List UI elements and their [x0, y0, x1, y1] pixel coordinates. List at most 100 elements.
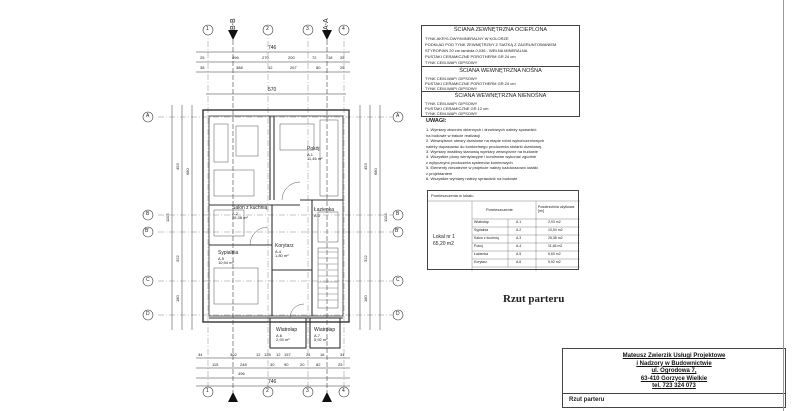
plan-title: Rzut parteru	[503, 293, 565, 305]
room-label-korytarz: Korytarz A.4 1,80 m²	[275, 243, 294, 259]
dim-bot-mid: 496	[238, 371, 245, 376]
unit-area: 65,20 m2	[433, 241, 454, 247]
table-row-name: Salon z kuchnią	[474, 236, 499, 240]
room-code: A.2	[232, 210, 239, 216]
room-area: 10,94 m²	[218, 260, 234, 266]
table-grid	[428, 200, 580, 271]
dim-bot-1: 34	[198, 352, 203, 357]
wall-spec-line: PUSTAKI CERAMICZNE POROTHERM GR.24 cm	[425, 81, 516, 86]
dim-bot2-5: 20	[300, 362, 305, 367]
room-name: Korytarz	[275, 243, 294, 249]
dim-top-3: 270	[262, 55, 269, 60]
dim-top-1: 25	[200, 55, 205, 60]
room-name: Sypialnia	[218, 250, 239, 256]
company-info: Mateusz Zwierzik Usługi Projektowe i Nad…	[563, 353, 785, 391]
dim-bot2-2: 248	[240, 362, 247, 367]
notes-block: UWAGI: 1. Wymiary otworów okiennych i dr…	[426, 118, 544, 181]
title-block: Mateusz Zwierzik Usługi Projektowe i Nad…	[562, 348, 786, 408]
note-line: z wytycznymi producenta systemów kominow…	[426, 159, 513, 165]
room-label-wiatrolap-2: Wiatrołap A.7 5,92 m²	[314, 327, 335, 343]
note-line: 1. Wymiary otworów okiennych i drzwiowyc…	[426, 127, 537, 133]
company-line: ul. Ogrodowa 7,	[651, 368, 697, 374]
notes-title: UWAGI:	[426, 118, 447, 124]
wall-spec-interior-load: ŚCIANA WEWNĘTRZNA NOŚNA TYNK CEM-WAP/ GI…	[421, 66, 580, 92]
dimension-lines	[171, 51, 381, 387]
dim-bot2-4: 90	[284, 362, 289, 367]
sheet-border	[783, 0, 784, 411]
axis-label-row-a-right: A	[396, 113, 400, 119]
wall-spec-interior-nonload: ŚCIANA WEWNĘTRZNA NIENOŚNA TYNK CEM-WAP/…	[421, 91, 580, 117]
vestibule-walls	[269, 317, 341, 349]
wall-spec-line: STYROPIAN 20 cm lambda 0,036 - WEŁNA MIN…	[425, 48, 528, 53]
dim-right-4: 322	[363, 255, 368, 262]
table-row-name: Łazienka	[474, 252, 489, 256]
wall-spec-line: TYNK CEM-WAP/ GIPSOWY	[425, 86, 478, 91]
room-area-table: Pomieszczenia w lokalu Pomieszczenie Pow…	[427, 190, 580, 271]
axis-label-row-b2-right: B'	[395, 228, 400, 234]
dim-bot-9: 34	[340, 352, 345, 357]
company-line: i Nadzory w Budownictwie	[636, 360, 712, 367]
room-area: 5,92 m²	[314, 337, 328, 343]
dim-bot2-3: 30	[270, 362, 275, 367]
room-area: 26,38 m²	[232, 215, 248, 221]
axis-label-col-3-bottom: 3	[306, 388, 309, 394]
table-caption: Pomieszczenia w lokalu	[431, 193, 474, 198]
wall-spec-line: TYNK AKRYLOWY/MINERALNY W KOLORZE	[425, 36, 509, 41]
dim-bot2-1: 115	[212, 362, 219, 367]
room-name: Wiatrołap	[276, 327, 298, 333]
table-row-code: A.2	[516, 228, 522, 232]
note-line: na budowie w trakcie realizacji	[426, 132, 481, 138]
axis-label-row-c: C	[146, 277, 150, 283]
wall-spec-line: PUSTAKI CERAMICZNE GR.12 cm	[425, 106, 489, 111]
dim-top2-2: 388	[236, 65, 243, 70]
axis-label-row-c-right: C	[396, 277, 400, 283]
title-block-divider	[563, 393, 785, 394]
room-code: A.1	[307, 151, 314, 157]
dim-bot-7: 24	[306, 352, 311, 357]
axis-label-row-a: A	[146, 113, 150, 119]
table-row-code: A.4	[516, 244, 522, 248]
drawing-title: Rzut parteru	[569, 397, 605, 403]
dim-left-5: 180	[175, 295, 180, 302]
room-code: A.6	[276, 332, 283, 338]
wall-spec-line: TYNK CEM-WAP/ GIPSOWY	[425, 111, 478, 116]
axis-label-col-4-bottom: 4	[342, 388, 345, 394]
unit-label: Lokal nr 1	[433, 234, 455, 240]
dim-bot-2: 302	[230, 352, 237, 357]
table-row-area: 26,38 m2	[548, 236, 563, 240]
room-area: 1,80 m²	[275, 253, 289, 259]
axis-label-col-3: 3	[306, 26, 309, 32]
note-line: z projektantem	[426, 170, 453, 176]
room-label-pokoj: Pokój A.1 11,46 m²	[307, 146, 323, 162]
dim-bot2-6: 82	[316, 362, 321, 367]
dim-bot2-7: 25	[338, 362, 343, 367]
dim-left-3: 1103	[165, 213, 170, 222]
axis-label-col-1: 1	[206, 26, 209, 32]
axis-label-row-b: B	[146, 211, 150, 217]
company-line: tel. 723 324 073	[652, 383, 696, 389]
section-label-bb: B-B	[230, 18, 237, 30]
furniture	[213, 119, 339, 319]
dim-top2-1: 38	[200, 65, 205, 70]
axis-grid	[158, 30, 392, 392]
table-header-name: Pomieszczenie	[486, 207, 513, 212]
dim-top-2: 496	[232, 55, 239, 60]
wall-spec-header: ŚCIANA WEWNĘTRZNA NOŚNA	[459, 68, 542, 74]
table-row-area: 11,46 m2	[548, 244, 563, 248]
table-row-code: A.3	[516, 236, 522, 240]
table-row-area: 6,60 m2	[548, 252, 561, 256]
note-line: 3. Wymiary wrażliwy stanowią wymiary zew…	[426, 148, 539, 154]
wall-spec-line: PUSTAKI CERAMICZNE POROTHERM GR.24 cm	[425, 54, 516, 59]
dim-bot-total: 746	[268, 379, 277, 385]
note-line: 5. Elementy niezaleźne w projekcie należ…	[426, 165, 539, 171]
dim-right-3: 1103	[383, 213, 388, 222]
note-line: 6. Wszystkie wymiary należy sprawdzić na…	[426, 175, 518, 181]
table-row-area: 10,94 m2	[548, 228, 563, 232]
axis-label-col-4: 4	[342, 26, 345, 32]
note-line: należy dopasować do konkretnego producen…	[426, 143, 543, 149]
note-line: 2. Wewnętrzne otwory drzwiowe na etapie …	[426, 138, 545, 144]
dim-top-7: 25	[340, 55, 345, 60]
note-line: 4. Wszystkie piony wentylacyjne i komino…	[426, 154, 537, 160]
table-row-name: Sypialnia	[474, 228, 489, 232]
